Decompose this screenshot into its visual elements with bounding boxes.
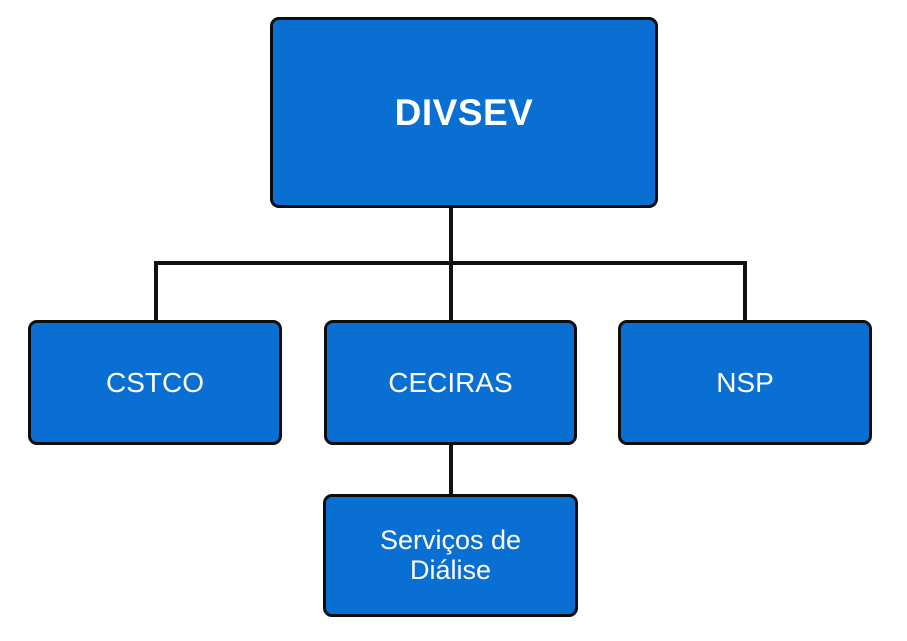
connector-to-cstco	[154, 261, 158, 320]
connector-ceciras-to-dialise	[449, 445, 453, 494]
node-divsev: DIVSEV	[270, 17, 658, 208]
node-nsp-label: NSP	[716, 366, 774, 398]
node-servicos-de-dialise-label: Serviços de Diálise	[379, 524, 522, 585]
node-cstco: CSTCO	[28, 320, 282, 445]
node-servicos-de-dialise: Serviços de Diálise	[323, 494, 578, 617]
node-divsev-label: DIVSEV	[394, 91, 534, 133]
node-cstco-label: CSTCO	[106, 366, 204, 398]
connector-to-nsp	[743, 261, 747, 320]
node-ceciras: CECIRAS	[324, 320, 577, 445]
connector-to-ceciras	[449, 261, 453, 320]
connector-root-down	[449, 208, 453, 264]
node-ceciras-label: CECIRAS	[388, 366, 513, 398]
node-nsp: NSP	[618, 320, 872, 445]
